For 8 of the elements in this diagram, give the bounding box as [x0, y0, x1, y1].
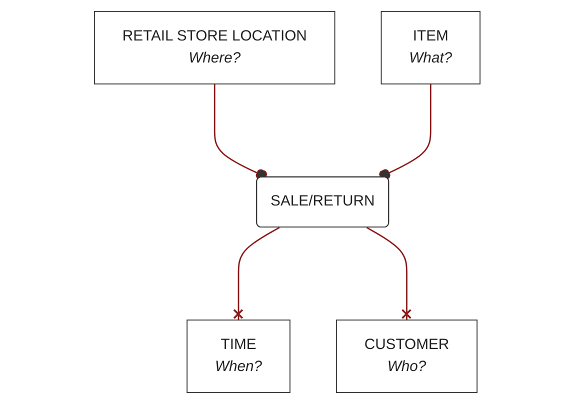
connector	[378, 84, 432, 180]
connector	[214, 84, 268, 180]
node-box: RETAIL STORE LOCATION Where?	[94, 10, 336, 84]
node-box: TIME When?	[186, 320, 290, 394]
connector	[232, 226, 280, 320]
node-box: ITEM What?	[380, 10, 480, 84]
connector	[366, 226, 412, 320]
node-box: CUSTOMER Who?	[336, 320, 478, 394]
